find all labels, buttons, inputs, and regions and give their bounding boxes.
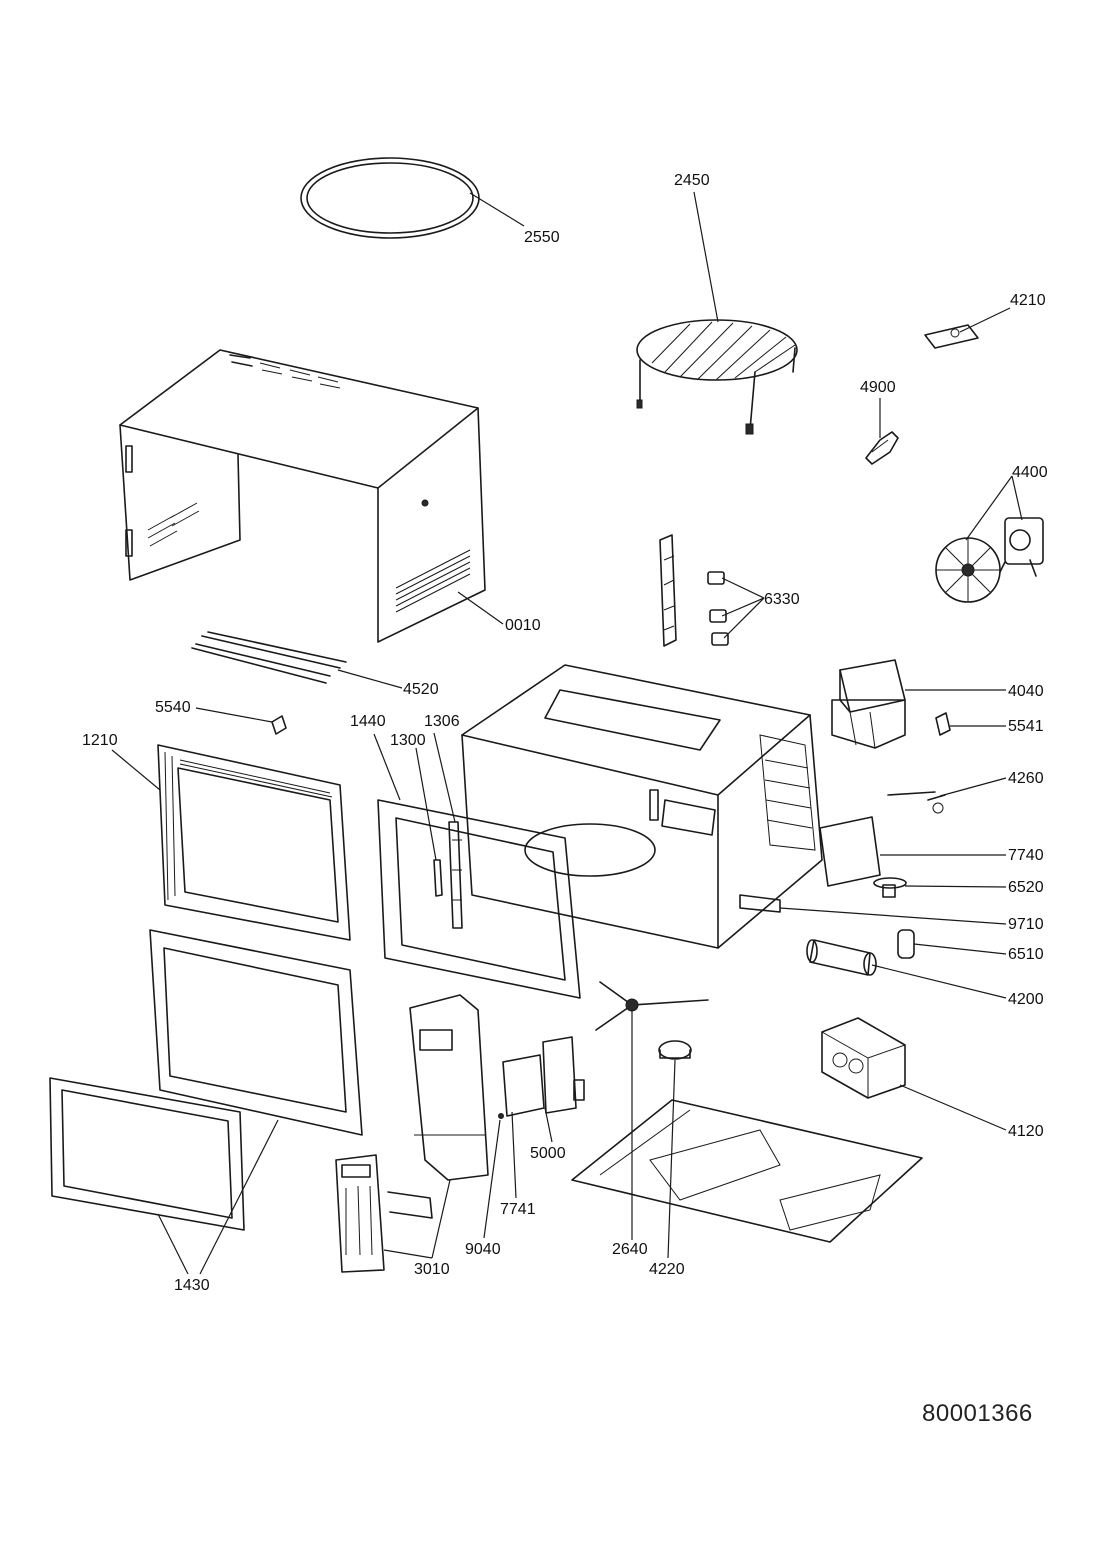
callout-4260: 4260: [1008, 770, 1044, 787]
part-6510-thermostat: [897, 929, 915, 959]
part-0010-outer-cabinet: [119, 349, 486, 643]
part-4900-lamp: [865, 431, 899, 465]
part-4200-capacitor: [806, 939, 877, 976]
part-7740-waveguide-cover: [819, 816, 881, 887]
part-6520-thermostat: [873, 877, 907, 898]
part-4120-transformer: [821, 1017, 906, 1099]
part-4400-fan-assembly: [935, 517, 1044, 603]
callout-4220: 4220: [649, 1261, 685, 1278]
callout-0010: 0010: [505, 617, 541, 634]
part-5540-clip: [271, 715, 287, 735]
callout-4040: 4040: [1008, 683, 1044, 700]
callout-4120: 4120: [1008, 1123, 1044, 1140]
part-2640-coupler: [595, 981, 709, 1031]
callout-4210: 4210: [1010, 292, 1046, 309]
callout-1306: 1306: [424, 713, 460, 730]
callout-1440: 1440: [350, 713, 386, 730]
oven-cavity-chassis: [461, 664, 823, 949]
callout-4520: 4520: [403, 681, 439, 698]
part-4210-bracket: [924, 324, 979, 349]
part-1210-inner-door: [157, 744, 351, 941]
callout-5000: 5000: [530, 1145, 566, 1162]
part-1306-latch-spring: [448, 821, 463, 929]
part-9040-screw: [498, 1113, 504, 1119]
callout-4200: 4200: [1008, 991, 1044, 1008]
callout-1300: 1300: [390, 732, 426, 749]
part-3010-control-panel: [409, 994, 489, 1181]
part-1440-door-frame: [377, 799, 581, 999]
callout-5541: 5541: [1008, 718, 1044, 735]
leader-lines: [111, 191, 1023, 1275]
callout-2450: 2450: [674, 172, 710, 189]
base-plate: [571, 1099, 923, 1243]
callout-3010: 3010: [414, 1261, 450, 1278]
keypad-membrane: [335, 1154, 433, 1273]
callout-1430: 1430: [174, 1277, 210, 1294]
callout-2640: 2640: [612, 1241, 648, 1258]
callout-7740: 7740: [1008, 847, 1044, 864]
part-4220-turntable-motor: [658, 1040, 692, 1060]
callout-1210: 1210: [82, 732, 118, 749]
part-5000-control-board: [542, 1036, 585, 1114]
callout-4900: 4900: [860, 379, 896, 396]
callout-6330: 6330: [764, 591, 800, 608]
part-2550-roller-ring: [300, 157, 480, 239]
part-1300-latch-hook: [433, 859, 443, 897]
part-5541-clip: [935, 712, 951, 736]
callout-9040: 9040: [465, 1241, 501, 1258]
part-4520-heater-tubes: [191, 631, 347, 684]
callout-4400: 4400: [1012, 464, 1048, 481]
door-outer-frame: [149, 929, 363, 1136]
part-2450-grill-rack: [636, 319, 798, 435]
callout-6510: 6510: [1008, 946, 1044, 963]
part-1430-door-glass: [49, 1077, 245, 1231]
part-4040-magnetron: [831, 659, 906, 749]
callout-7741: 7741: [500, 1201, 536, 1218]
part-9710-bracket: [739, 894, 781, 913]
part-4260-thermal-fuse: [887, 791, 946, 814]
part-7741-shield: [502, 1054, 545, 1117]
part-6330-switch-assembly: [659, 534, 729, 647]
callout-6520: 6520: [1008, 879, 1044, 896]
document-number: 80001366: [922, 1400, 1033, 1427]
callout-2550: 2550: [524, 229, 560, 246]
callout-9710: 9710: [1008, 916, 1044, 933]
callout-5540: 5540: [155, 699, 191, 716]
